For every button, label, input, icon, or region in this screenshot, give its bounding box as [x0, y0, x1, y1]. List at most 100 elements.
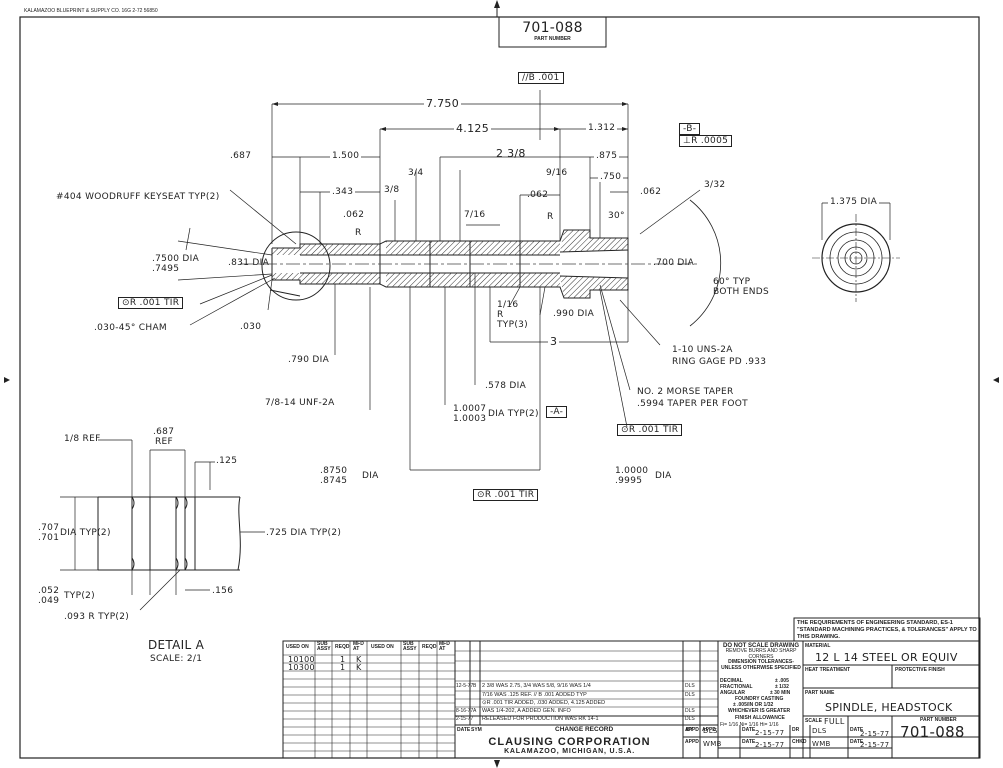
- detail-725: .725 DIA TYP(2): [266, 528, 342, 538]
- change-header-by: BY: [686, 727, 693, 733]
- dim-3: 3: [548, 335, 560, 348]
- part-name-label: PART NAME: [805, 690, 835, 696]
- detail-687-ref: REF: [155, 437, 174, 447]
- date-value-1: 2-15-77: [755, 729, 785, 737]
- chkd-value: WMB: [812, 740, 831, 748]
- dim-343: .343: [330, 187, 356, 197]
- usage-row-1-mfd: K: [356, 655, 362, 664]
- company-block: CLAUSING CORPORATION KALAMAZOO, MICHIGAN…: [456, 736, 683, 755]
- part-number-value-tb: 701-088: [900, 723, 965, 741]
- detail-156: .156: [212, 586, 234, 596]
- dim-dia-790: .790 DIA: [288, 355, 330, 365]
- morse-taper: NO. 2 MORSE TAPER: [637, 387, 734, 397]
- detail-ref-1-8: 1/8 REF: [64, 434, 101, 444]
- perp-tolerance: ⊥R .0005: [679, 135, 733, 147]
- requirements-note: THE REQUIREMENTS OF ENGINEERING STANDARD…: [797, 620, 977, 640]
- runout-2: ⊙R .001 TIR: [617, 424, 683, 436]
- mfd-at-header-2: MFD AT: [439, 641, 450, 652]
- change-row-4-text: WAS 1/4-202, A ADDED GEN. INFO: [482, 708, 571, 714]
- date-label-4: DATE: [742, 739, 756, 745]
- datum-b: -B-: [679, 123, 701, 135]
- part-number-label: PART NUMBER: [534, 36, 571, 42]
- appd-value-2: WMB: [703, 740, 722, 748]
- reqd-header-2: REQD: [422, 644, 437, 650]
- dim-062-c: .062: [640, 187, 662, 197]
- part-number-box: 701-088 PART NUMBER: [499, 18, 606, 42]
- dim-062-b: .062: [527, 190, 549, 200]
- change-row-5-by: DLS: [685, 716, 695, 722]
- detail-typ2: TYP(2): [64, 591, 95, 601]
- ring-gage: RING GAGE PD .933: [672, 357, 767, 367]
- fractional-value: ± 1/32: [775, 684, 789, 690]
- dim-dia-8750: .8750: [320, 466, 348, 476]
- mfd-at-header-1: MFD AT: [353, 641, 364, 652]
- change-row-5-date: 2-15-77: [456, 716, 474, 722]
- company-name: CLAUSING CORPORATION: [488, 736, 651, 748]
- whichever-note: WHICHEVER IS GREATER: [728, 708, 791, 714]
- dim-1312: 1.312: [586, 123, 618, 133]
- detail-707: .707: [38, 523, 60, 533]
- detail-093-r: .093 R TYP(2): [64, 612, 130, 622]
- dim-062-a: .062: [343, 210, 365, 220]
- used-on-header-1: USED ON: [286, 644, 309, 650]
- appd-label: APPD: [685, 727, 699, 733]
- dim-dia-578: .578 DIA: [485, 381, 527, 391]
- material-label: MATERIAL: [805, 643, 831, 649]
- detail-687: .687: [153, 427, 175, 437]
- change-row-5-text: RELEASED FOR PRODUCTION WAS RK 14-1: [482, 716, 599, 722]
- dim-dia-831: .831 DIA: [228, 258, 270, 268]
- date-label-1: DATE: [742, 727, 756, 733]
- date-value-3: 2-15-77: [860, 741, 890, 749]
- dim-dia-label-2: DIA: [655, 471, 672, 481]
- sub-assy-header-2: SUB ASSY: [403, 641, 417, 652]
- dim-3-8: 3/8: [384, 185, 400, 195]
- company-location: KALAMAZOO, MICHIGAN, U.S.A.: [504, 748, 635, 755]
- change-header-date: DATE: [457, 727, 471, 733]
- dim-dia-10007: 1.0007: [453, 404, 487, 414]
- date-value-4: 2-15-77: [755, 741, 785, 749]
- detail-701: .701: [38, 533, 60, 543]
- runout-1: ⊙R .001 TIR: [118, 297, 184, 309]
- angular-label: ANGULAR: [720, 690, 745, 696]
- taper-per-foot: .5994 TAPER PER FOOT: [637, 399, 748, 409]
- dim-875: .875: [594, 151, 620, 161]
- vendor-stamp: KALAMAZOO BLUEPRINT & SUPPLY CO. 16G 2-7…: [24, 8, 158, 14]
- dim-dia-7500: .7500 DIA: [152, 254, 200, 264]
- change-row-4-sym: A: [473, 708, 477, 714]
- dim-30deg: 30°: [608, 211, 625, 221]
- change-row-1-text: 2 3/8 WAS 2.75, 3/4 WAS 5/8, 9/16 WAS 1/…: [482, 683, 591, 689]
- dr-label: DR: [792, 727, 800, 733]
- detail-052: .052: [38, 586, 60, 596]
- dim-dia-10003: 1.0003: [453, 414, 487, 424]
- usage-row-2-reqd: 1: [340, 663, 346, 672]
- date-label-2: DATE: [850, 727, 864, 733]
- decimal-value: ± .005: [775, 678, 789, 684]
- note-no-scale: DO NOT SCALE DRAWING: [723, 643, 799, 649]
- dim-3-4: 3/4: [408, 168, 424, 178]
- material-value: 12 L 14 STEEL OR EQUIV: [815, 651, 958, 664]
- dim-2-3-8: 2 3/8: [496, 147, 526, 160]
- change-row-4-by: DLS: [685, 708, 695, 714]
- dim-030: .030: [240, 322, 262, 332]
- change-row-1-sym: B: [473, 683, 477, 689]
- dr-value: DLS: [812, 727, 827, 735]
- detail-dia-typ: DIA TYP(2): [60, 528, 111, 538]
- protective-finish-label: PROTECTIVE FINISH: [895, 667, 945, 673]
- sub-assy-header-1: SUB ASSY: [317, 641, 331, 652]
- dim-r1: R: [355, 228, 362, 238]
- dim-687: .687: [230, 151, 252, 161]
- detail-049: .049: [38, 596, 60, 606]
- change-row-1-by: DLS: [685, 683, 695, 689]
- dim-dia-typ2: DIA TYP(2): [488, 409, 539, 419]
- change-row-4-date: 8-16-77: [456, 708, 474, 714]
- usage-row-2-used-on: 10300: [288, 663, 315, 672]
- part-number-label-tb: PART NUMBER: [920, 717, 957, 723]
- dim-dia-700: .700 DIA: [653, 258, 695, 268]
- datum-a: -A-: [546, 406, 568, 418]
- dim-7-16: 7/16: [464, 210, 486, 220]
- part-number: 701-088: [522, 20, 583, 36]
- angle-60: 60° TYP: [713, 277, 751, 287]
- detail-scale: SCALE: 2/1: [150, 654, 203, 664]
- chamfer-note: .030-45° CHAM: [94, 323, 167, 333]
